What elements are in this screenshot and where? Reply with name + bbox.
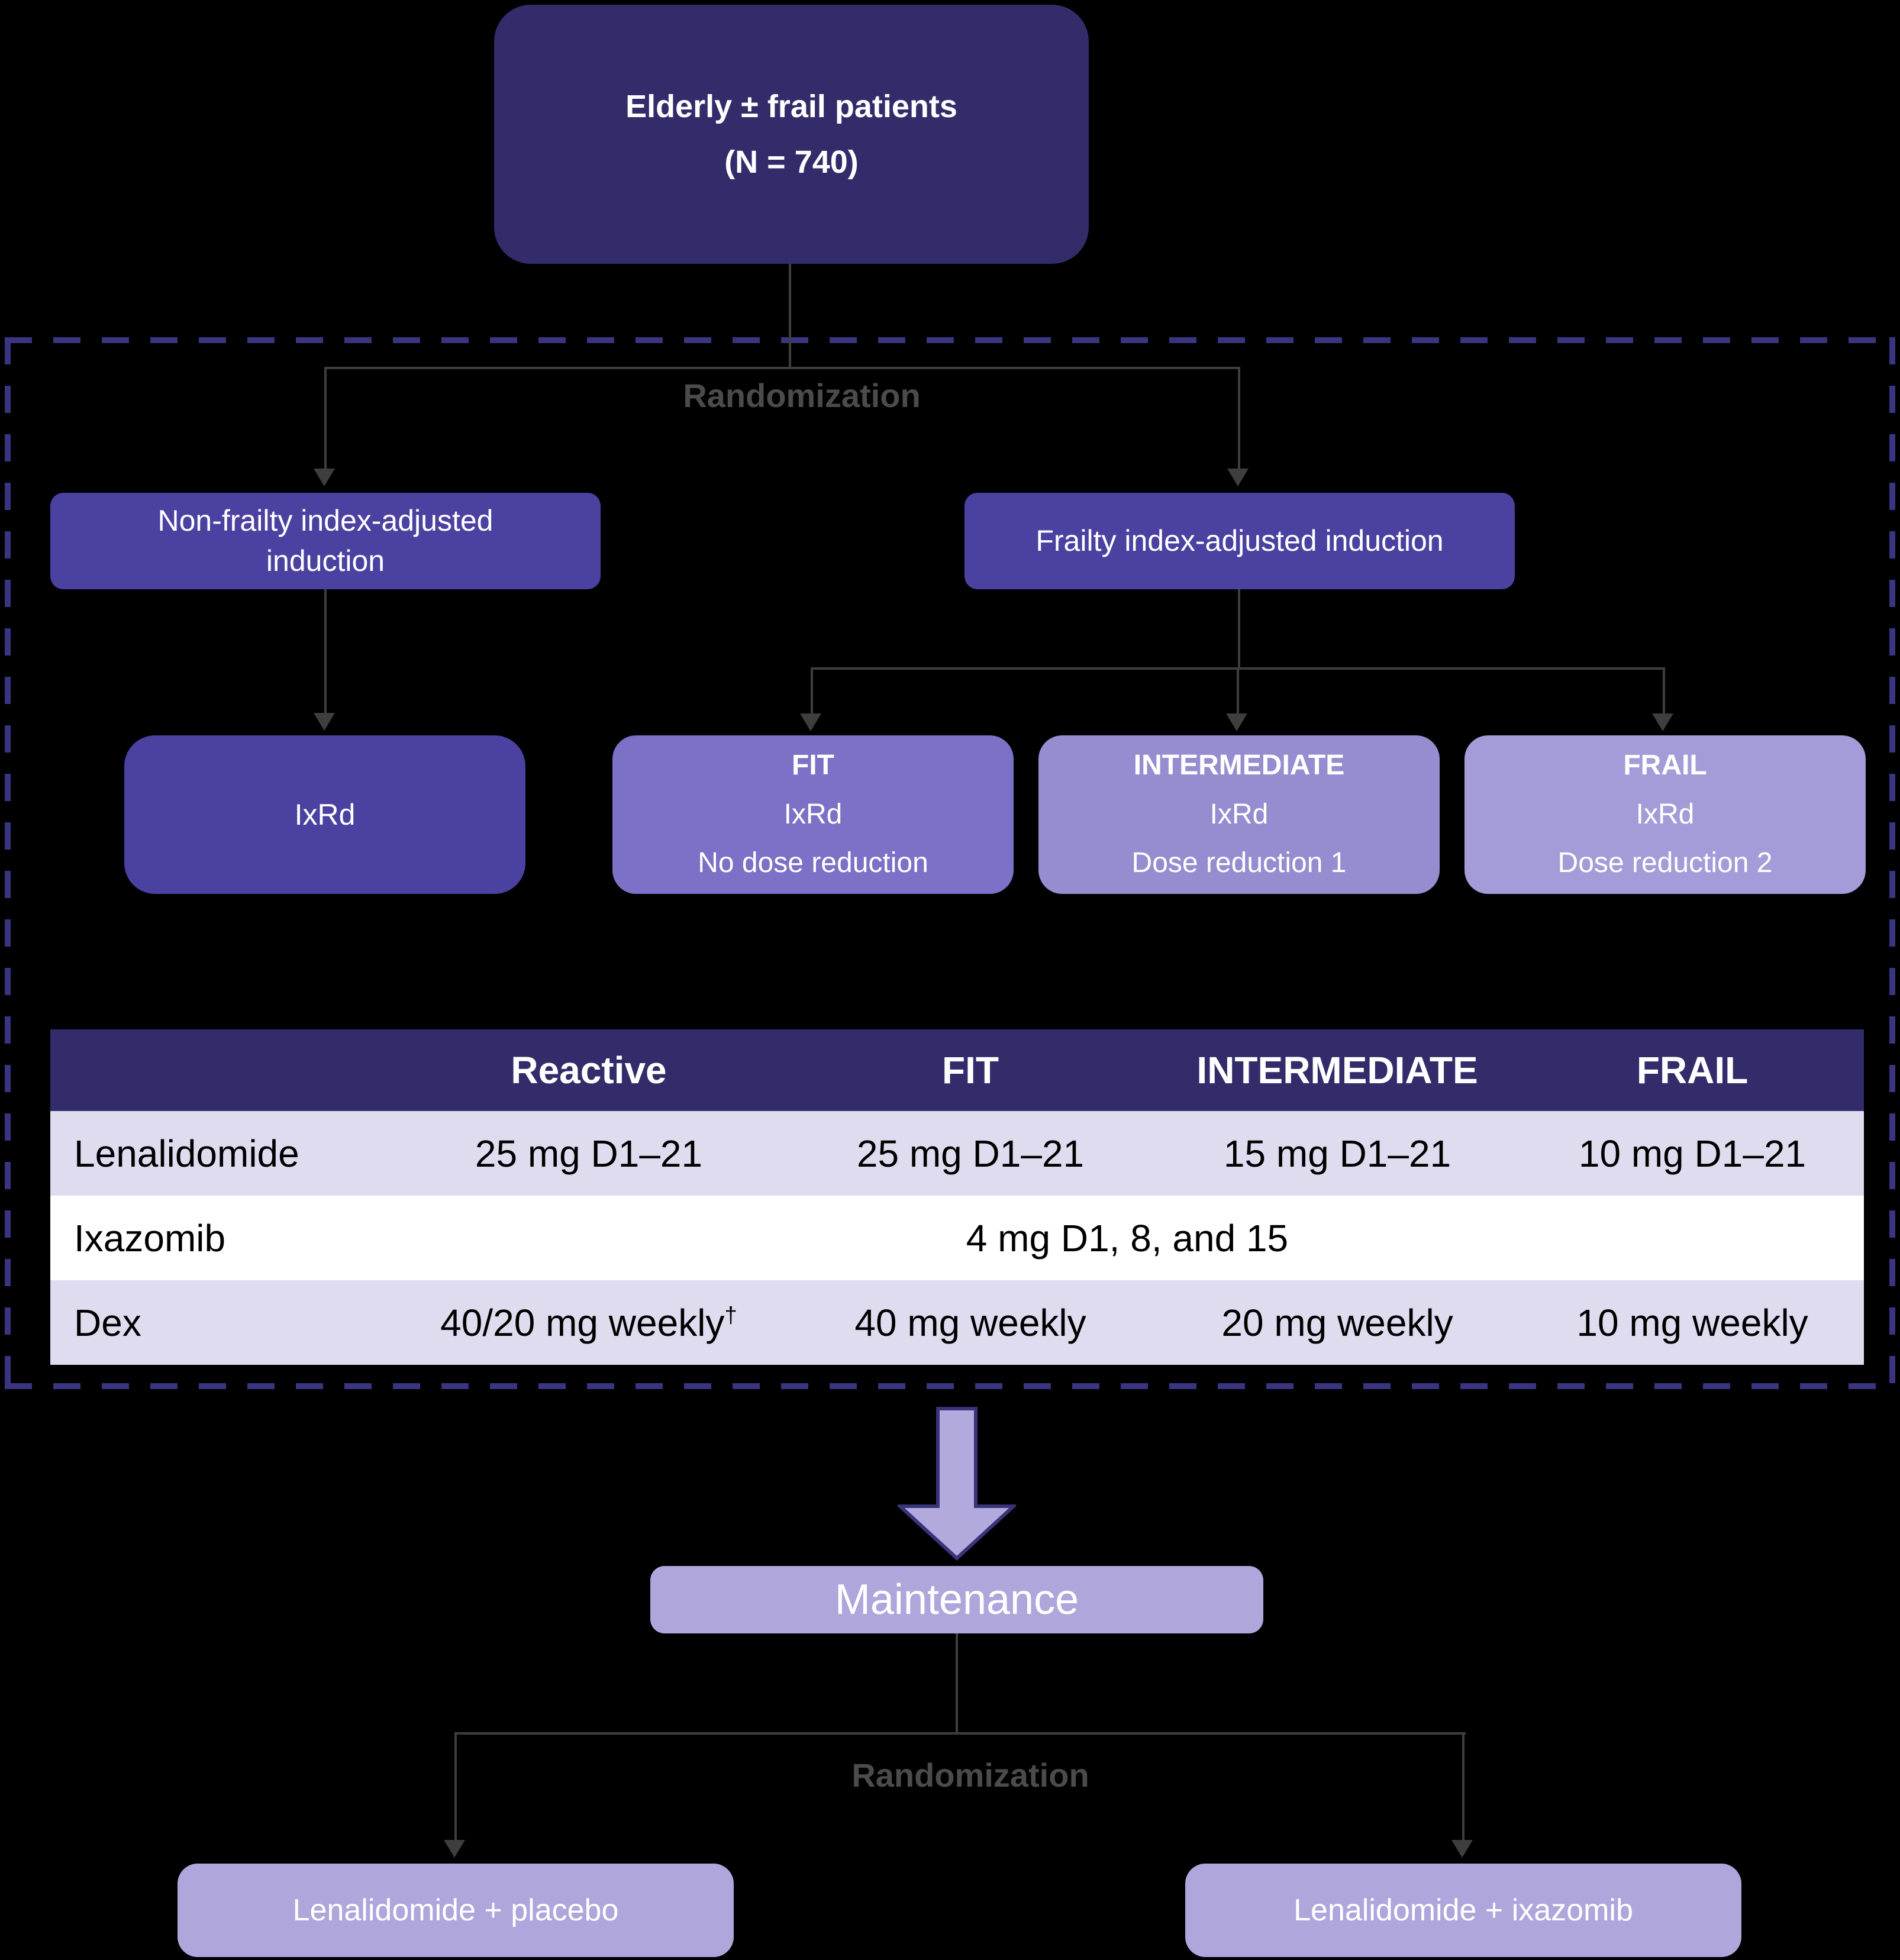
frail-box-line2: IxRd bbox=[1636, 798, 1695, 830]
dex-reactive-value: 40/20 mg weekly bbox=[440, 1301, 725, 1344]
lenalidomide-ixazomib-box: Lenalidomide + ixazomib bbox=[1185, 1864, 1741, 1957]
table-cell: 10 mg weekly bbox=[1576, 1301, 1808, 1344]
dose-table: Reactive FIT INTERMEDIATE FRAIL Lenalido… bbox=[50, 1029, 1864, 1365]
dose-table-header-fit: FIT bbox=[942, 1049, 999, 1092]
intermediate-box-title: INTERMEDIATE bbox=[1133, 750, 1345, 782]
intermediate-box-line3: Dose reduction 1 bbox=[1131, 847, 1347, 879]
connector-line bbox=[1462, 1732, 1464, 1840]
fit-box-title: FIT bbox=[792, 750, 834, 782]
frailty-induction-box: Frailty index-adjusted induction bbox=[964, 493, 1515, 589]
arrowhead-down-icon bbox=[800, 713, 821, 731]
connector-line bbox=[789, 263, 791, 369]
dashed-border-left bbox=[5, 337, 11, 1389]
connector-line bbox=[1238, 367, 1240, 469]
frail-box-title: FRAIL bbox=[1623, 750, 1707, 782]
table-row-lenalidomide: Lenalidomide 25 mg D1–21 25 mg D1–21 15 … bbox=[50, 1111, 1864, 1196]
table-row-dex: Dex 40/20 mg weekly† 40 mg weekly 20 mg … bbox=[50, 1280, 1864, 1365]
dose-table-header-reactive: Reactive bbox=[511, 1049, 667, 1092]
table-cell: 40 mg weekly bbox=[854, 1301, 1086, 1344]
patients-box-line2: (N = 740) bbox=[724, 144, 859, 180]
dose-table-header-intermediate: INTERMEDIATE bbox=[1196, 1049, 1478, 1092]
dose-table-header-row: Reactive FIT INTERMEDIATE FRAIL bbox=[50, 1029, 1864, 1111]
connector-line bbox=[811, 667, 813, 713]
table-cell-span: 4 mg D1, 8, and 15 bbox=[966, 1216, 1289, 1260]
table-cell: 25 mg D1–21 bbox=[856, 1132, 1085, 1175]
frail-box-line3: Dose reduction 2 bbox=[1557, 847, 1773, 879]
connector-line bbox=[324, 367, 1240, 369]
dose-table-header-frail: FRAIL bbox=[1636, 1049, 1749, 1092]
table-cell: 40/20 mg weekly† bbox=[391, 1301, 787, 1345]
dashed-border-bottom bbox=[5, 1383, 1895, 1389]
block-arrow-down-icon bbox=[898, 1407, 1016, 1561]
ixrd-box: IxRd bbox=[124, 735, 525, 894]
connector-line bbox=[956, 1633, 958, 1735]
connector-line bbox=[1663, 667, 1665, 713]
fit-box-line3: No dose reduction bbox=[698, 847, 928, 879]
table-cell: 25 mg D1–21 bbox=[475, 1132, 703, 1175]
table-cell: 15 mg D1–21 bbox=[1223, 1132, 1451, 1175]
connector-line bbox=[454, 1732, 457, 1840]
row-label: Lenalidomide bbox=[74, 1132, 299, 1175]
dagger-footnote-mark: † bbox=[724, 1302, 737, 1328]
patients-box-line1: Elderly ± frail patients bbox=[625, 88, 957, 124]
table-cell: 20 mg weekly bbox=[1221, 1301, 1453, 1344]
connector-line bbox=[1237, 667, 1239, 713]
arrowhead-down-icon bbox=[444, 1840, 465, 1858]
randomization-label-top: Randomization bbox=[683, 377, 921, 414]
maintenance-box: Maintenance bbox=[650, 1566, 1263, 1633]
non-frailty-induction-box: Non-frailty index-adjusted induction bbox=[50, 493, 601, 589]
connector-line bbox=[1238, 589, 1240, 670]
connector-line bbox=[324, 589, 327, 713]
fit-box: FIT IxRd No dose reduction bbox=[612, 735, 1014, 894]
arrowhead-down-icon bbox=[314, 469, 335, 486]
connector-line bbox=[324, 367, 327, 469]
intermediate-box: INTERMEDIATE IxRd Dose reduction 1 bbox=[1038, 735, 1440, 894]
frail-box: FRAIL IxRd Dose reduction 2 bbox=[1464, 735, 1866, 894]
arrowhead-down-icon bbox=[1652, 713, 1673, 731]
non-frailty-induction-line1: Non-frailty index-adjusted bbox=[157, 504, 493, 537]
intermediate-box-line2: IxRd bbox=[1209, 798, 1269, 830]
row-label: Ixazomib bbox=[74, 1216, 226, 1260]
row-label: Dex bbox=[74, 1301, 141, 1344]
patients-box: Elderly ± frail patients (N = 740) bbox=[494, 5, 1089, 264]
fit-box-line2: IxRd bbox=[783, 798, 843, 830]
dashed-border-top bbox=[5, 337, 1895, 343]
randomization-label-bottom: Randomization bbox=[851, 1756, 1089, 1794]
table-row-ixazomib: Ixazomib 4 mg D1, 8, and 15 bbox=[50, 1196, 1864, 1280]
dashed-border-right bbox=[1889, 337, 1895, 1389]
non-frailty-induction-line2: induction bbox=[266, 544, 385, 577]
table-cell: 10 mg D1–21 bbox=[1578, 1132, 1807, 1175]
arrowhead-down-icon bbox=[1227, 469, 1249, 486]
connector-line bbox=[454, 1732, 1466, 1735]
arrowhead-down-icon bbox=[1451, 1840, 1473, 1858]
lenalidomide-placebo-box: Lenalidomide + placebo bbox=[178, 1864, 734, 1957]
arrowhead-down-icon bbox=[314, 713, 335, 731]
arrowhead-down-icon bbox=[1226, 713, 1247, 731]
